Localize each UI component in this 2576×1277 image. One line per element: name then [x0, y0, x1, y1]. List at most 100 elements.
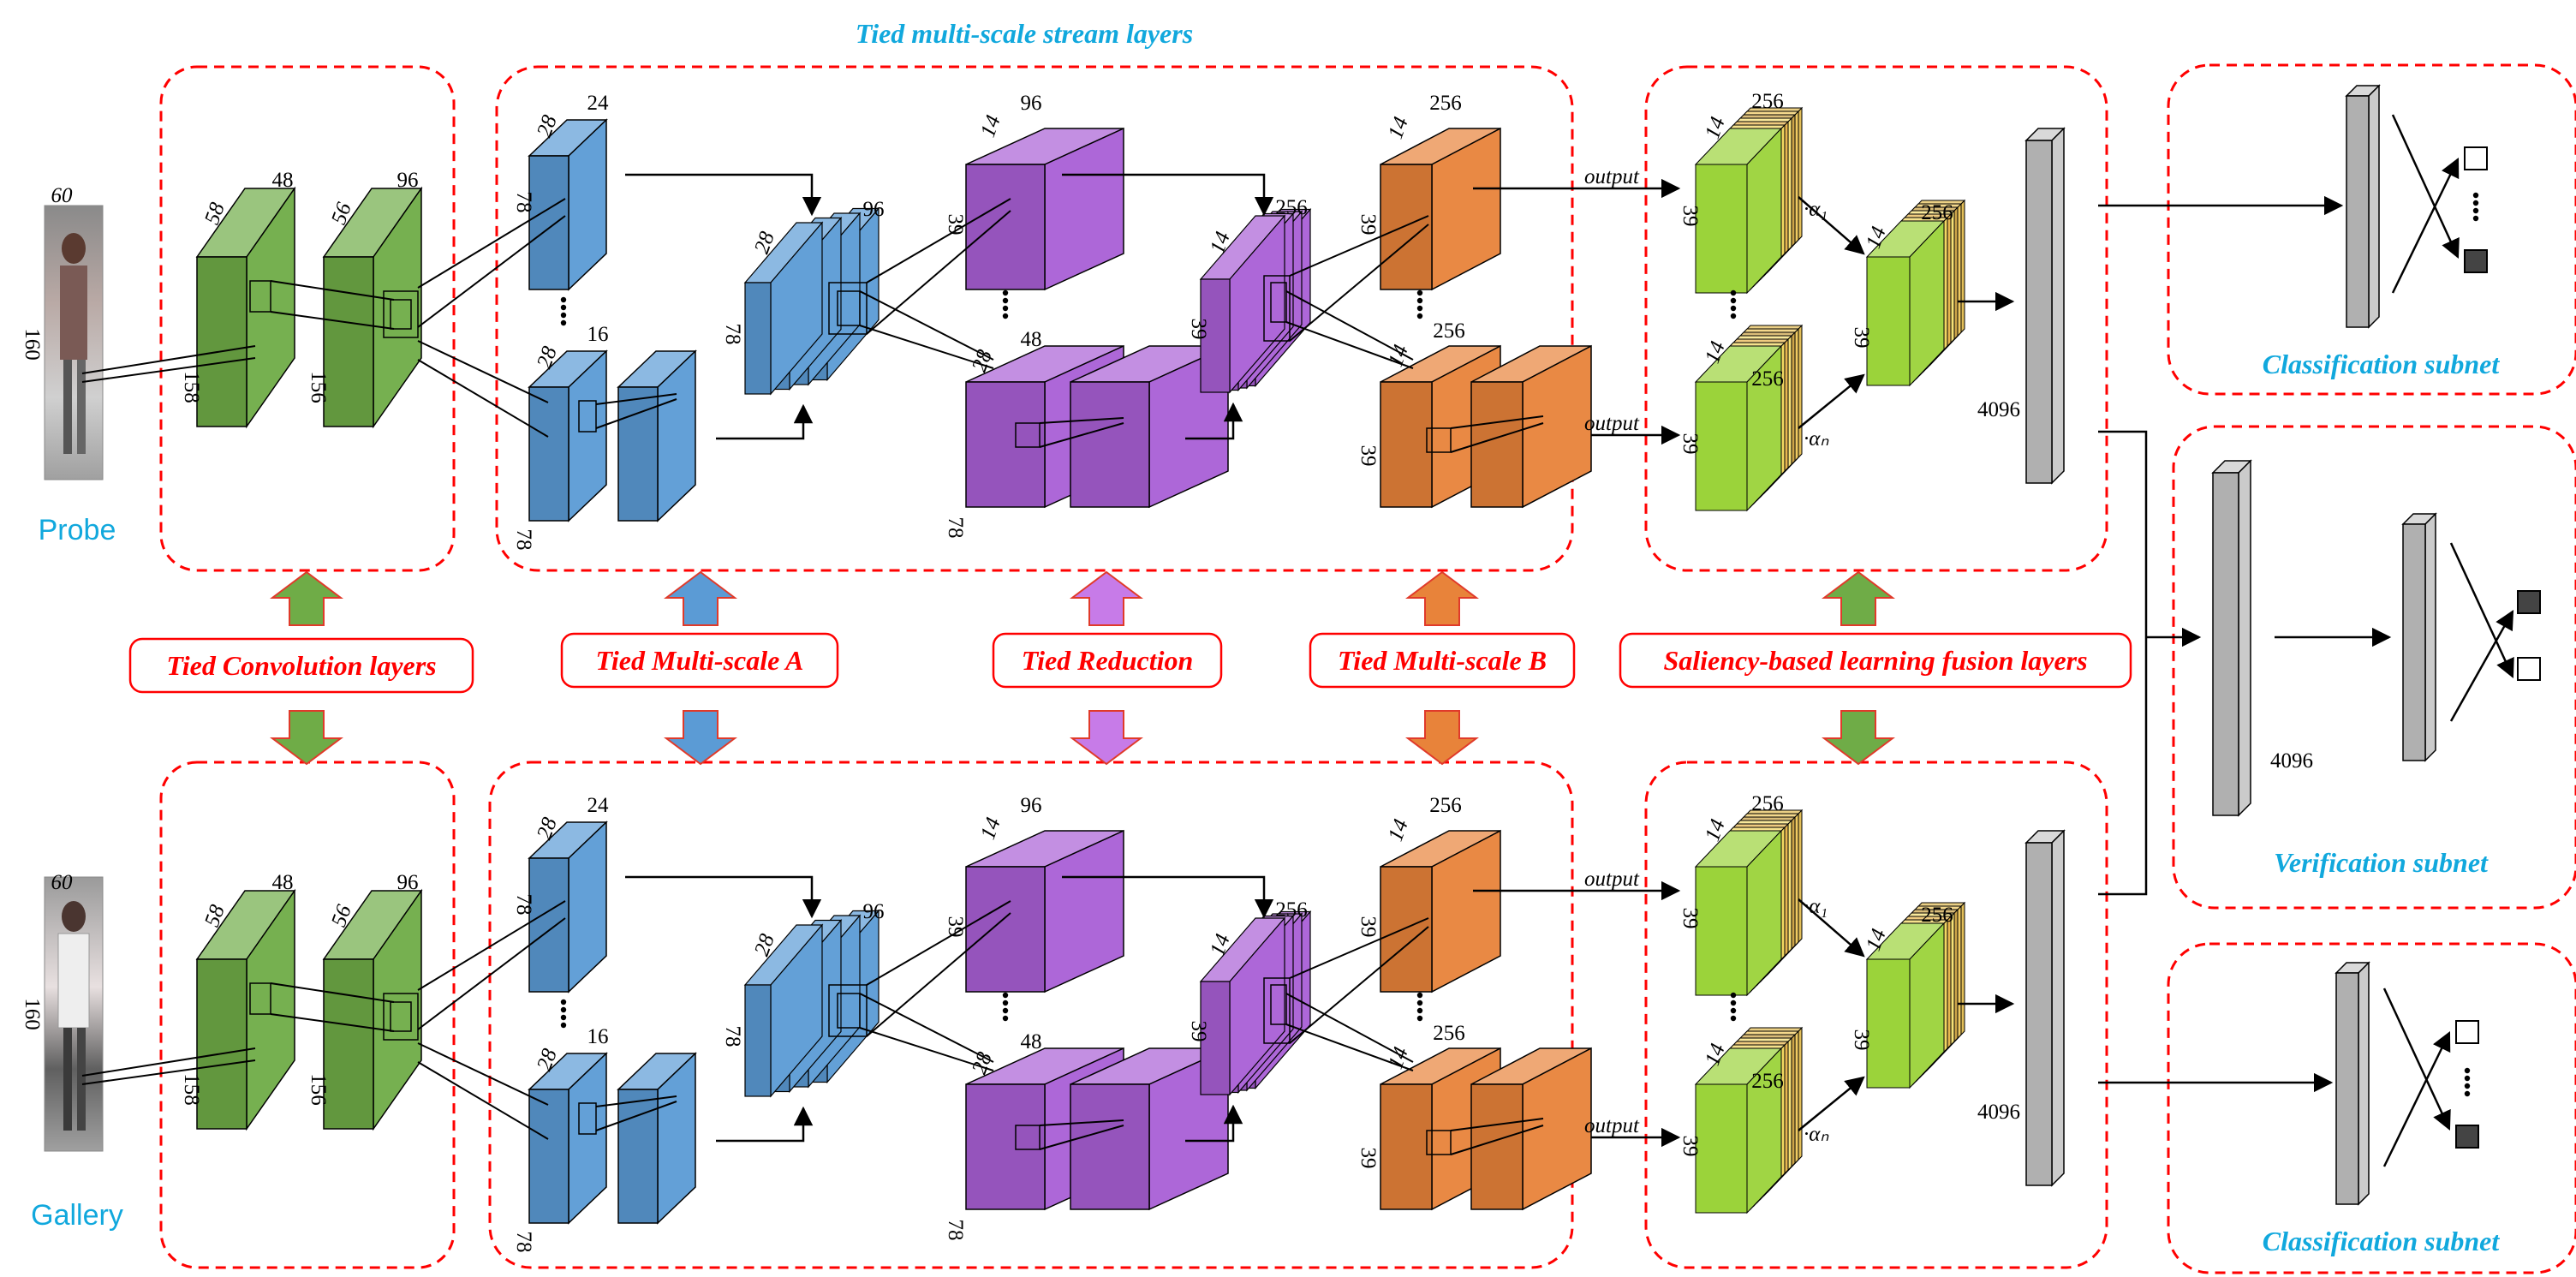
probe-red-concat-height: 39 [1187, 319, 1210, 340]
verif-line-a [2449, 542, 2514, 679]
cls-bottom-out-square-white [2455, 1020, 2479, 1044]
gallery-msb-top-height: 39 [1357, 916, 1380, 938]
probe-msa-bottom-link-a [595, 393, 677, 405]
gallery-red-concat-block [1199, 910, 1312, 1096]
gallery-red-top-width: 14 [976, 815, 1005, 843]
tied-arrows [270, 570, 1895, 766]
probe-fusion-sum-stack [1865, 199, 1966, 387]
tied-msa-label: Tied Multi-scale A [596, 645, 804, 676]
probe-msa-rf [578, 400, 597, 433]
probe-conv1-to-conv2-a [270, 280, 395, 301]
gallery-msb-top-channels: 256 [1429, 794, 1462, 817]
probe-msb-bottom-channels: 256 [1433, 319, 1465, 343]
probe-msb-bottom-link-a [1450, 415, 1544, 429]
join-bracket [2098, 430, 2148, 896]
gallery-fusion-bottom-height: 39 [1679, 1136, 1702, 1157]
probe-fusion-top-stack [1694, 106, 1804, 295]
gallery-msb-top-block [1380, 829, 1501, 994]
probe-red-bottom-link-a [1039, 417, 1124, 424]
probe-conv2-to-msa-d [417, 359, 549, 438]
cls-top-line-a [2391, 114, 2460, 260]
cls-top-out-square-white [2464, 146, 2488, 170]
probe-red-bottom-channels: 48 [1021, 328, 1042, 351]
gallery-alphan-arrow [1798, 1076, 1865, 1131]
probe-image [44, 205, 104, 480]
probe-concat-to-red-a [866, 198, 1011, 283]
alphan-top: ·αₙ [1804, 427, 1829, 451]
gallery-red-bottom-link-b [1039, 1125, 1124, 1150]
probe-msb-top-width: 14 [1384, 114, 1413, 142]
probe-msa-concat-height: 78 [721, 324, 744, 345]
gallery-conv2-height: 156 [307, 1073, 330, 1106]
probe-conv2-channels: 96 [397, 169, 419, 192]
probe-red-concat-rf-inner [1270, 282, 1287, 323]
gallery-fusion-top-stack [1694, 809, 1804, 997]
probe-msb-top-block [1380, 127, 1501, 291]
gallery-red-bottom-link-a [1039, 1119, 1124, 1126]
gallery-red-top-height: 39 [944, 916, 967, 938]
tied-arrow-up-fusion [1822, 570, 1895, 626]
probe-fusion-sum-height: 39 [1850, 327, 1873, 349]
probe-msa-bottom2-block [617, 349, 697, 522]
probe-red-bottom-to-concat [1185, 402, 1243, 440]
probe-img-to-conv1-a [81, 345, 256, 374]
gallery-img-to-conv1-a [81, 1047, 256, 1077]
probe-red-top-width: 14 [976, 112, 1005, 140]
gallery-msa-bottom-link-b [595, 1101, 677, 1131]
gallery-label: Gallery [31, 1199, 123, 1232]
tied-msb-label: Tied Multi-scale B [1338, 645, 1547, 676]
gallery-red-concat-height: 39 [1187, 1021, 1210, 1042]
probe-red-top-channels: 96 [1021, 92, 1042, 115]
verif-fc2-block [2401, 512, 2437, 762]
gallery-conv2-block [322, 888, 423, 1131]
tied-arrow-down-red [1070, 710, 1143, 766]
probe-conv1-rf [249, 280, 271, 313]
probe-msa-top-height: 78 [512, 192, 535, 213]
tied-conv-label: Tied Convolution layers [166, 650, 436, 681]
gallery-msa-bottom-link-a [595, 1095, 677, 1107]
saliency-fusion-label: Saliency-based learning fusion layers [1663, 645, 2087, 676]
cls-bottom-line-a [2382, 988, 2451, 1131]
probe-conv2-rf-outer [383, 290, 419, 338]
gallery-msa-top-block [528, 821, 608, 994]
tied-arrow-down-conv [270, 710, 343, 766]
gallery-red-top-to-concat [1062, 875, 1274, 919]
output-label-bottom-1: output [1584, 868, 1640, 891]
gallery-msa-rf [578, 1102, 597, 1135]
verif-out-square-dark [2517, 590, 2541, 614]
cls-top-dots [2472, 192, 2479, 222]
probe-msa-concat-rf-inner [837, 290, 861, 326]
probe-fusion-top-channels: 256 [1751, 90, 1784, 113]
gallery-red-to-msb-c [1285, 993, 1414, 1063]
probe-conv2-to-msa-a [417, 198, 566, 289]
probe-msa-concat-rf-outer [828, 282, 868, 335]
probe-fusion-bottom-stack [1694, 324, 1804, 512]
gallery-msa-bottom2-block [617, 1052, 697, 1225]
gallery-msb-top-width: 14 [1384, 816, 1413, 844]
gallery-msa-top-height: 78 [512, 894, 535, 916]
alpha1-bottom: ·α₁ [1804, 895, 1828, 918]
gallery-red-to-msb-d [1285, 1023, 1414, 1071]
output-label-top-2: output [1584, 412, 1640, 435]
gallery-stream-box [488, 761, 1574, 1269]
gallery-msa-concat-block [743, 909, 880, 1098]
gallery-msa-concat-height: 78 [721, 1026, 744, 1047]
probe-concat-to-red-c [859, 290, 994, 361]
verif-fc-4096 [2211, 459, 2252, 817]
probe-msa-bottom-channels: 16 [587, 323, 609, 346]
cls-top-out-square-dark [2464, 249, 2488, 273]
probe-conv1-to-conv2-b [270, 311, 395, 330]
probe-conv1-height: 158 [180, 371, 203, 403]
gallery-fusion-top-height: 39 [1679, 908, 1702, 929]
connection-lines [81, 114, 2541, 1167]
probe-msb-bottom-height: 39 [1357, 445, 1380, 467]
probe-msa-top-to-concat [625, 173, 822, 217]
verif-line-b [2449, 610, 2514, 722]
tied-arrow-up-conv [270, 570, 343, 626]
probe-red-bottom-link-b [1039, 422, 1124, 448]
probe-alphan-arrow [1798, 373, 1865, 429]
probe-red-dots [1002, 289, 1009, 319]
cls-bottom-line-b [2382, 1030, 2451, 1167]
probe-fusion-sum-channels: 256 [1921, 201, 1953, 224]
probe-fc-4096 [2024, 127, 2066, 485]
